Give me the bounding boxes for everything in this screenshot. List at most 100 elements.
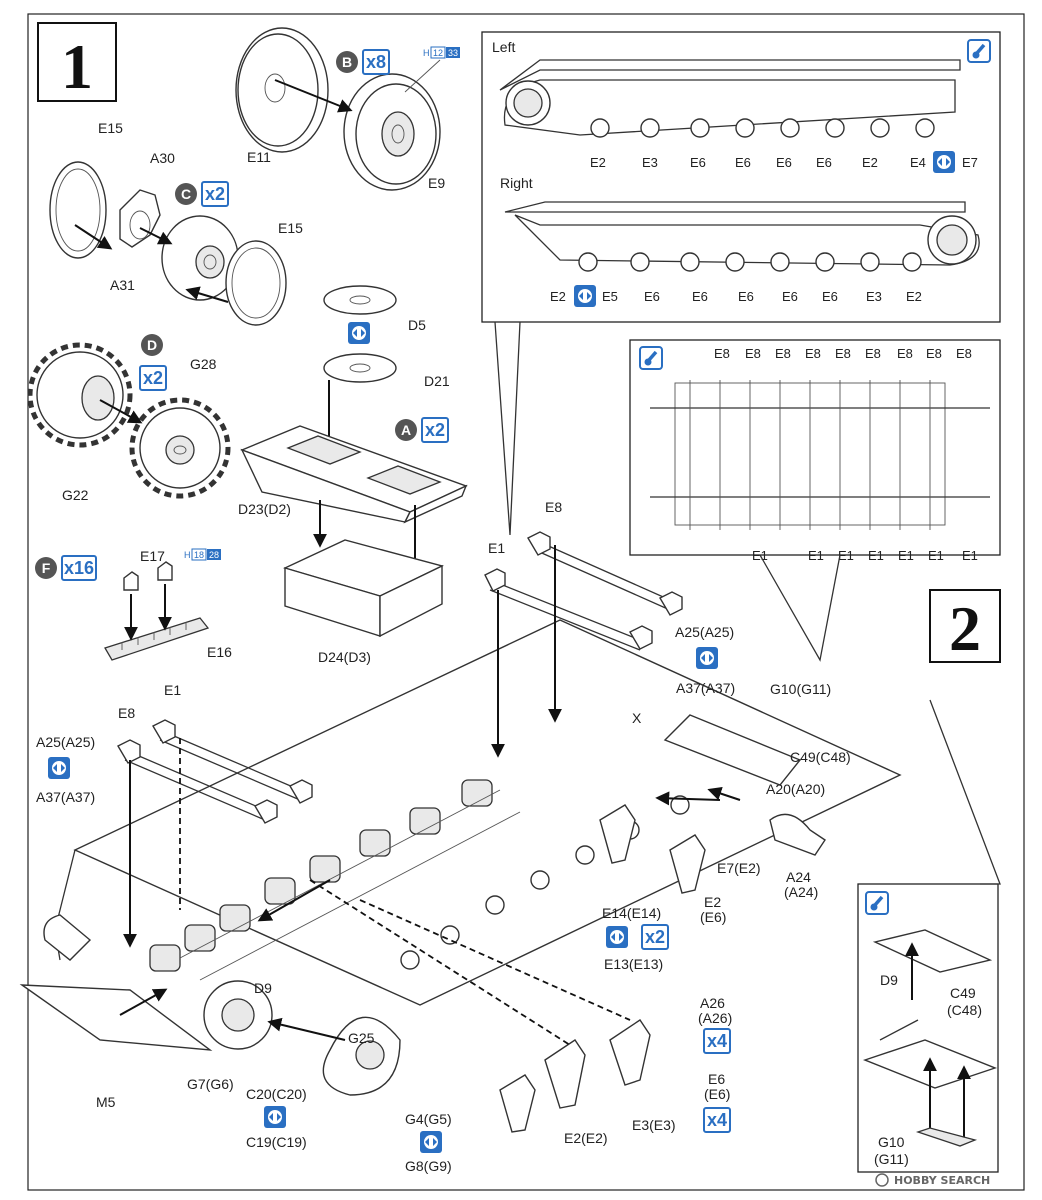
watermark: HOBBY SEARCH xyxy=(875,1173,990,1187)
arrow-a24 xyxy=(707,786,741,801)
label-E9: E9 xyxy=(428,175,445,191)
svg-text:x16: x16 xyxy=(64,558,94,578)
right-part-2: E6 xyxy=(692,289,708,304)
arrow-e11-e9 xyxy=(274,79,353,113)
label-C49b: C49 xyxy=(950,985,976,1001)
arrow-a37 xyxy=(257,879,331,922)
arm-e2 xyxy=(499,1074,536,1133)
right-part-1: E6 xyxy=(644,289,660,304)
left-part-3: E6 xyxy=(735,155,751,170)
disc-d21 xyxy=(323,353,397,383)
sprue-badge-B: B x8 xyxy=(336,49,390,75)
arm-e14 xyxy=(599,804,636,864)
label-E2b: E2(E2) xyxy=(564,1130,608,1146)
torsion-bar-top-panel: E8 E8 E8 E8 E8 E8 E8 E8 E8 E1 E1 E1 E1 E… xyxy=(629,339,1001,563)
cross-shaft-e1-left xyxy=(152,719,313,804)
left-panel-title: Left xyxy=(492,39,515,55)
bottom-label-2: E1 xyxy=(838,548,854,563)
arrow-a30-a31 xyxy=(139,227,173,245)
step-1-box: 1 xyxy=(37,22,117,102)
top-label-2: E8 xyxy=(775,346,791,361)
idler-disc-a31 xyxy=(161,215,239,301)
track-links-e16 xyxy=(104,617,210,661)
label-A25b: A25(A25) xyxy=(36,734,95,750)
left-part-4: E6 xyxy=(776,155,792,170)
h-ref-wheel: H 12 33 xyxy=(404,46,460,93)
label-G28: G28 xyxy=(190,356,217,372)
callout-pointer-top-panel xyxy=(759,554,841,662)
badge-B-qty: x8 xyxy=(366,52,386,72)
label-E6c: (E6) xyxy=(704,1086,730,1102)
sprue-badge-A: A x2 xyxy=(395,417,449,443)
road-wheel-e11 xyxy=(235,27,329,153)
label-E1a: E1 xyxy=(488,540,505,556)
svg-text:x2: x2 xyxy=(205,184,225,204)
track-pin-e17-b xyxy=(157,561,173,581)
label-D24: D24(D3) xyxy=(318,649,371,665)
label-G8: G8(G9) xyxy=(405,1158,452,1174)
arm-e3 xyxy=(544,1039,586,1109)
label-E7: E7(E2) xyxy=(717,860,761,876)
label-D9a: D9 xyxy=(254,980,272,996)
label-G10b: G10 xyxy=(878,1134,905,1150)
sprue-badge-F: F x16 xyxy=(35,555,97,581)
label-D21: D21 xyxy=(424,373,450,389)
swap-icon-a25-left xyxy=(48,757,70,779)
arrow-g22-g28 xyxy=(99,399,143,424)
label-E6b: E6 xyxy=(708,1071,725,1087)
svg-text:18: 18 xyxy=(194,550,204,560)
top-label-5: E8 xyxy=(865,346,881,361)
step-2-box: 2 xyxy=(929,589,1001,664)
label-X: X xyxy=(632,710,642,726)
top-label-7: E8 xyxy=(926,346,942,361)
top-label-4: E8 xyxy=(835,346,851,361)
cement-icon-side-panel xyxy=(966,38,992,64)
label-C49: C49(C48) xyxy=(790,749,851,765)
left-part-1: E3 xyxy=(642,155,658,170)
svg-text:H: H xyxy=(423,48,430,58)
left-part-0: E2 xyxy=(590,155,606,170)
label-A25a: A25(A25) xyxy=(675,624,734,640)
cement-icon-detail xyxy=(864,890,890,916)
dashline-e3 xyxy=(309,879,571,1046)
left-swap-part: E7 xyxy=(962,155,978,170)
step-1-number: 1 xyxy=(61,31,93,102)
svg-text:x2: x2 xyxy=(143,368,163,388)
track-pin-e17-a xyxy=(123,571,139,591)
swap-icon-e14 xyxy=(606,926,628,948)
label-E16: E16 xyxy=(207,644,232,660)
label-A37a: A37(A37) xyxy=(676,680,735,696)
cement-icon-top-panel xyxy=(638,345,664,371)
label-E8a: E8 xyxy=(545,499,562,515)
top-label-6: E8 xyxy=(897,346,913,361)
page-frame xyxy=(27,13,1025,1191)
svg-text:C: C xyxy=(181,186,191,202)
label-E8b: E8 xyxy=(118,705,135,721)
sprocket-g22 xyxy=(27,342,133,448)
top-label-1: E8 xyxy=(745,346,761,361)
arm-a26 xyxy=(609,1019,651,1086)
left-part-6: E2 xyxy=(862,155,878,170)
qty-a26: x4 xyxy=(707,1031,727,1051)
label-D9b: D9 xyxy=(880,972,898,988)
part-m5 xyxy=(19,984,213,1051)
bottom-label-5: E1 xyxy=(928,548,944,563)
callout-pointer-detail xyxy=(929,699,1001,885)
road-wheel-e9 xyxy=(343,73,441,191)
label-G4: G4(G5) xyxy=(405,1111,452,1127)
cross-shaft-e8-right xyxy=(527,531,683,616)
sprue-badge-C: C x2 xyxy=(175,181,229,207)
right-part-7: E2 xyxy=(906,289,922,304)
arm-e2-upper xyxy=(669,834,706,894)
label-A20: A20(A20) xyxy=(766,781,825,797)
label-D5: D5 xyxy=(408,317,426,333)
label-E2a: E2 xyxy=(704,894,721,910)
arrow-a20 xyxy=(655,791,721,806)
svg-text:A: A xyxy=(401,422,411,438)
qty-badge-e14 xyxy=(641,924,669,950)
label-G7: G7(G6) xyxy=(187,1076,234,1092)
label-A30: A30 xyxy=(150,150,175,166)
label-A24b: (A24) xyxy=(784,884,818,900)
hull-floor-assembly xyxy=(19,619,902,1096)
label-G10: G10(G11) xyxy=(770,681,831,697)
